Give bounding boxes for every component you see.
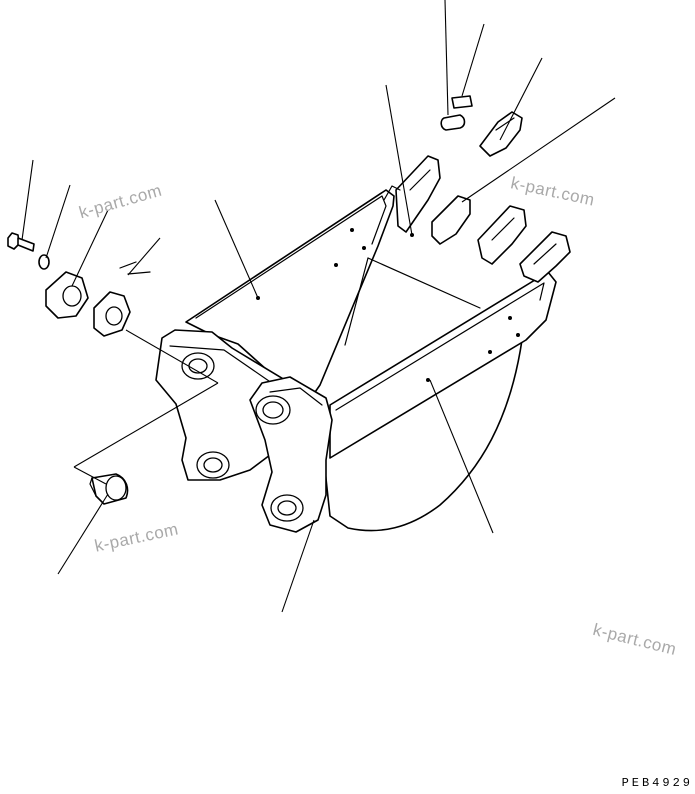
bucket-tooth-icon [395,155,571,283]
bolt-icon [7,232,35,252]
leader-lines [21,0,616,613]
drawing-code: PEB4929 [621,776,693,790]
tooth-lock-icon [479,111,523,157]
tooth-pin-icon [440,95,473,131]
shim-collar-icon [45,261,151,337]
side-cutter-icon [383,185,401,201]
washer-icon [38,254,50,270]
